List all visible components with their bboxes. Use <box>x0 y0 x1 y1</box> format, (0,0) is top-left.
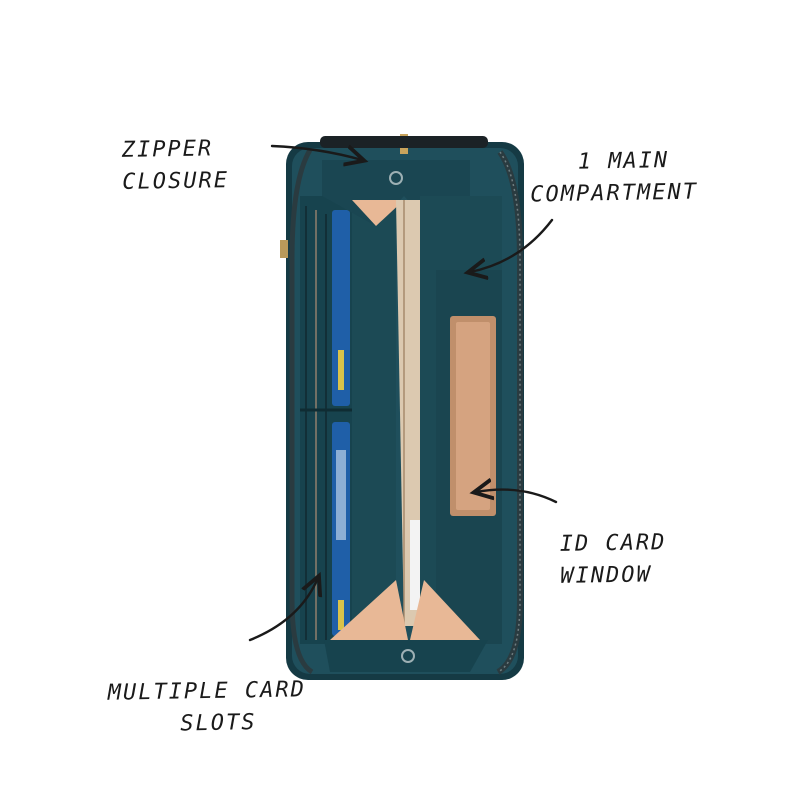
top-gusset <box>320 134 488 226</box>
card-slots-label: MULTIPLE CARD SLOTS <box>107 674 307 741</box>
main-compartment-label: 1 MAIN COMPARTMENT <box>529 145 698 212</box>
main-compartment-arrow <box>470 218 554 272</box>
main-compartment <box>420 196 502 644</box>
zipper-closure-line2: CLOSURE <box>122 168 230 195</box>
main-compartment-line1: 1 MAIN <box>577 148 670 175</box>
zipper-closure-line1: ZIPPER <box>121 136 214 163</box>
id-window-arrow <box>476 490 558 504</box>
center-divider <box>396 200 424 626</box>
card-slots-line2: SLOTS <box>180 710 257 737</box>
zipper-closure-label: ZIPPER CLOSURE <box>121 133 230 199</box>
card-slots-line1: MULTIPLE CARD <box>107 677 307 706</box>
id-card-window-label: ID CARD WINDOW <box>559 527 667 593</box>
id-card-window-line1: ID CARD <box>559 530 667 557</box>
card-slots-section <box>300 196 396 644</box>
card-slots-arrow <box>248 578 318 642</box>
annotation-arrows <box>248 146 558 642</box>
bottom-gusset <box>324 580 488 672</box>
id-card-window-line2: WINDOW <box>560 562 652 589</box>
zipper-arrow <box>270 146 362 160</box>
main-compartment-line2: COMPARTMENT <box>530 179 699 208</box>
